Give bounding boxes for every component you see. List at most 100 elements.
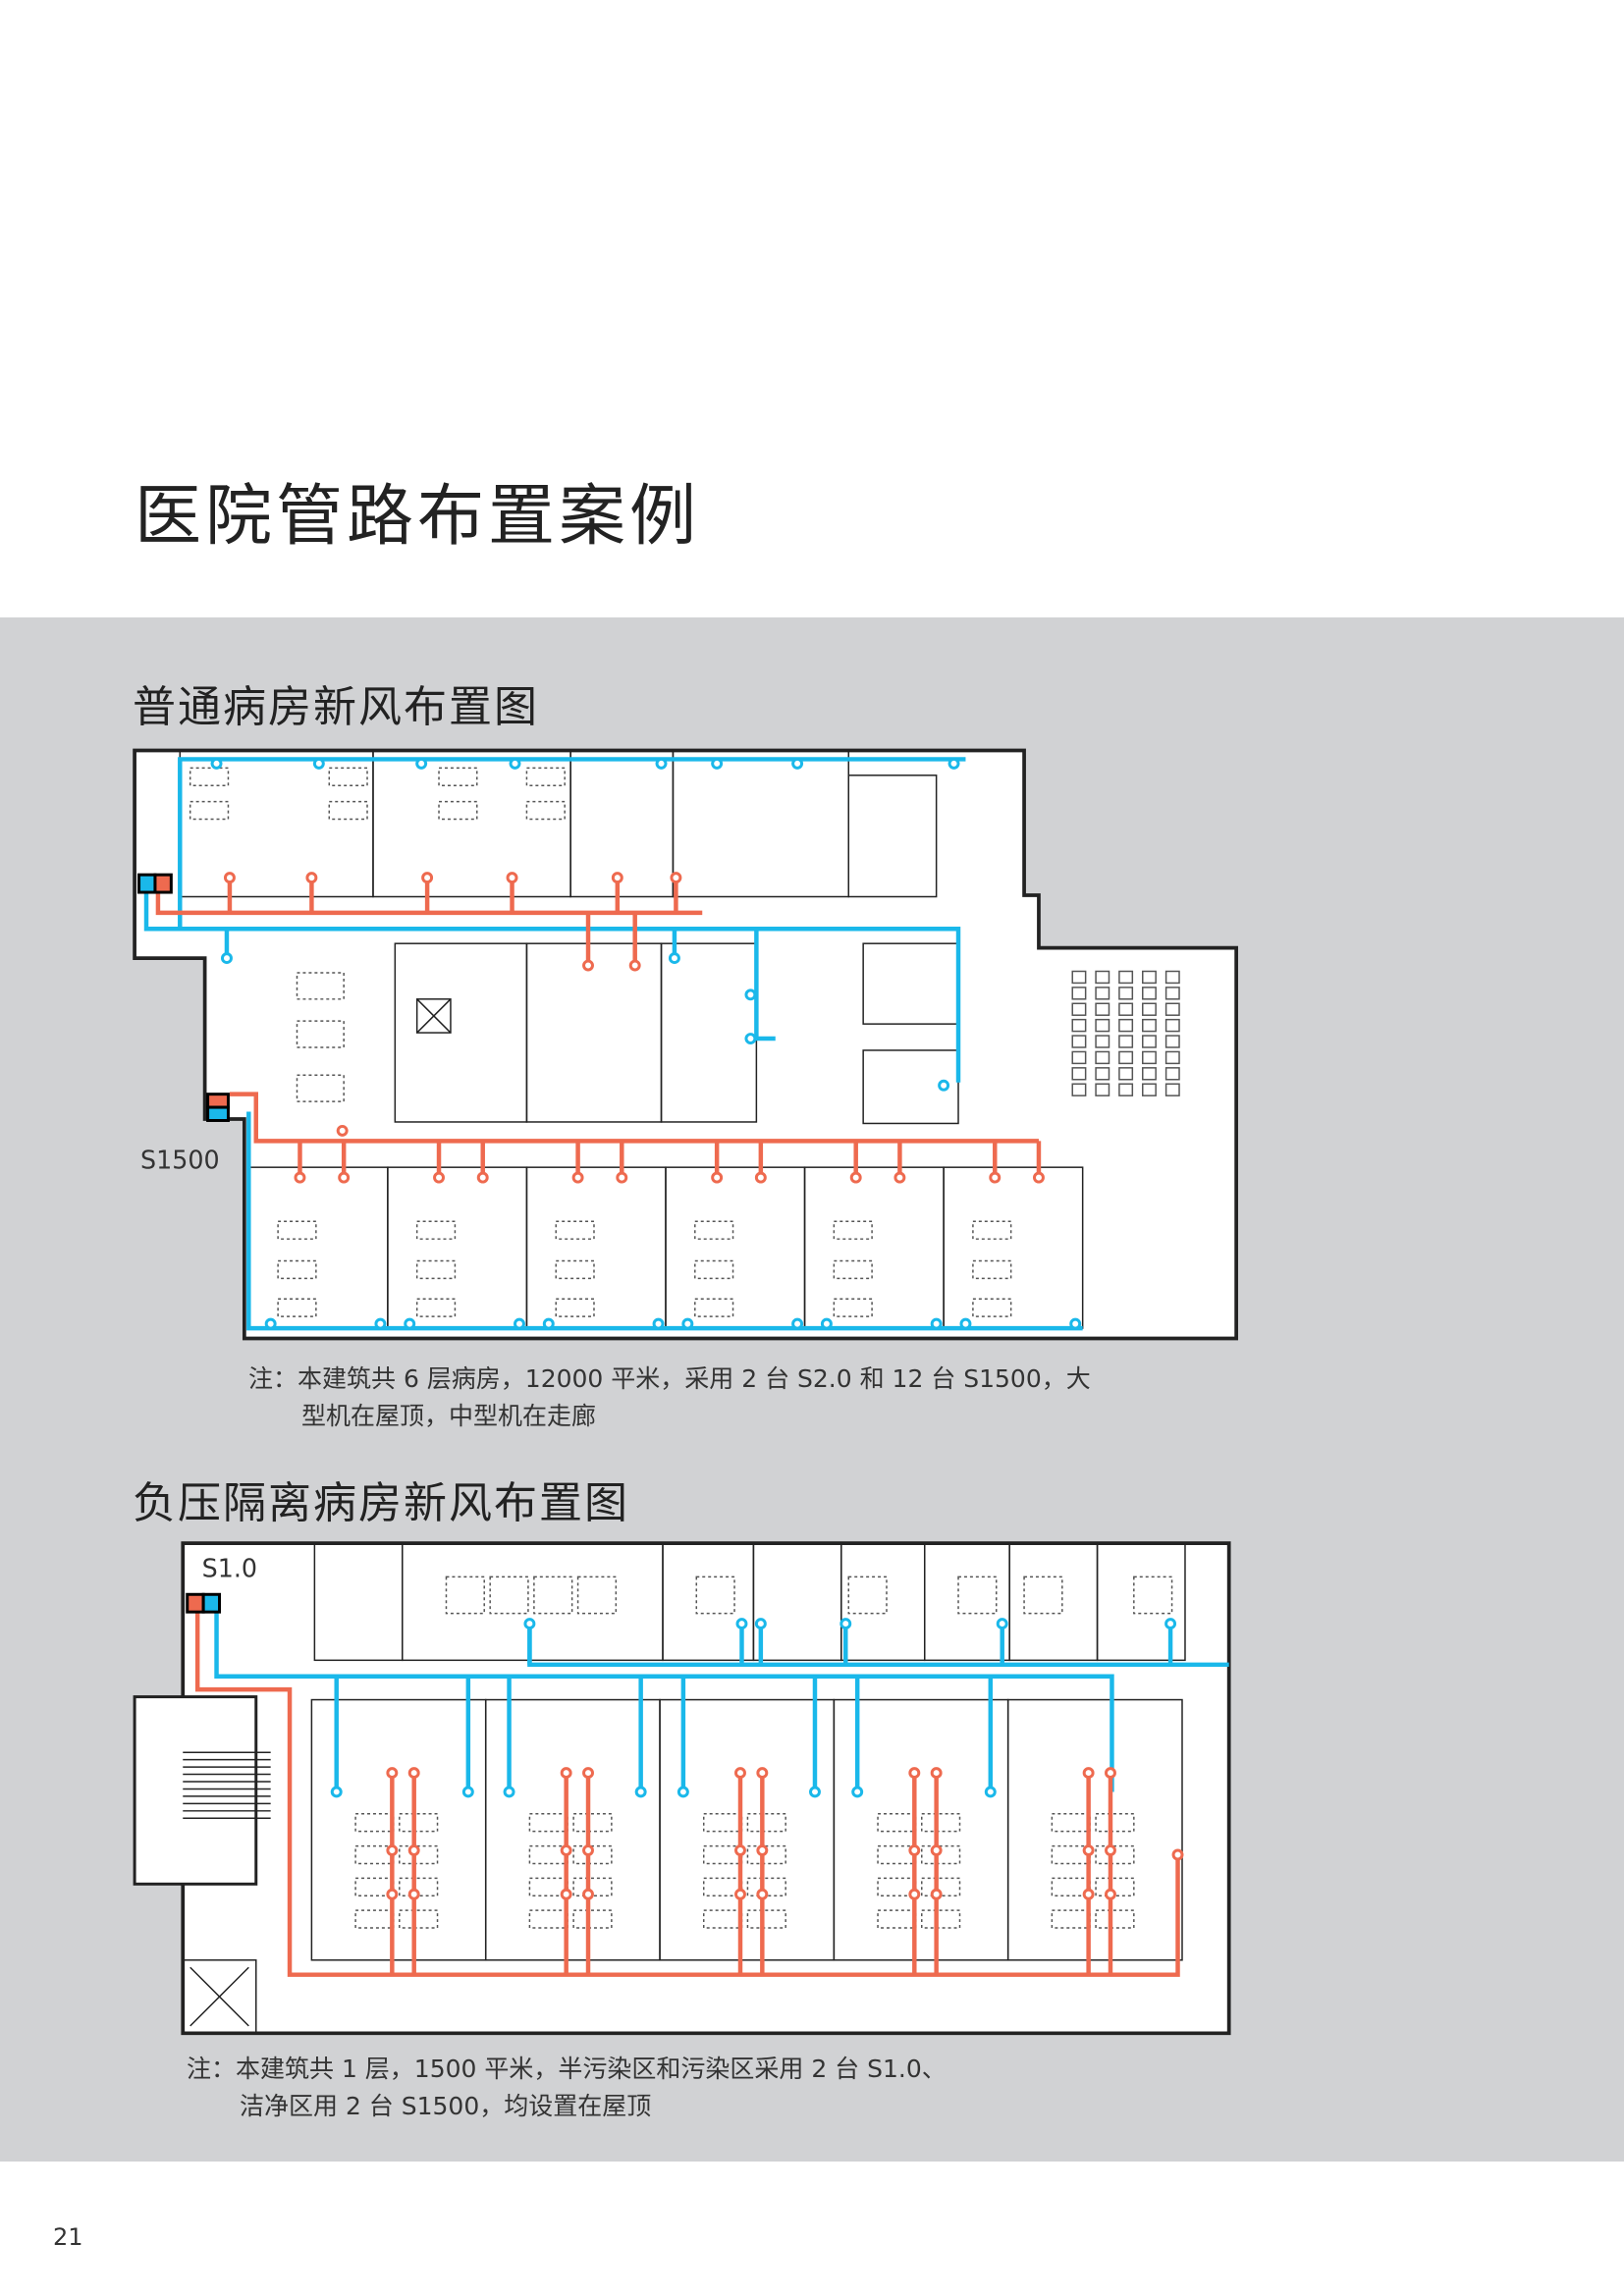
diffuser-icon: [582, 1888, 594, 1900]
seat-icon: [1142, 1018, 1157, 1033]
diffuser-icon: [1069, 1317, 1082, 1330]
bed-icon: [328, 767, 368, 787]
bed-icon: [972, 1298, 1012, 1317]
diffuser-icon: [791, 1317, 804, 1330]
exhaust-duct: [155, 892, 703, 916]
room-wall: [182, 1959, 257, 2035]
diffuser-icon: [754, 1618, 767, 1630]
diffuser-icon: [330, 1786, 343, 1798]
diffuser-icon: [908, 1844, 921, 1857]
diffuser-icon: [959, 1317, 972, 1330]
supply-duct: [214, 1612, 1114, 1792]
room-wall: [862, 1049, 959, 1125]
seat-icon: [1142, 1002, 1157, 1016]
bed-icon: [921, 1813, 961, 1833]
diffuser-icon: [1033, 1171, 1045, 1184]
bed-icon: [694, 1298, 734, 1317]
bed-icon: [746, 1813, 786, 1833]
seat-icon: [1071, 1067, 1087, 1081]
diffuser-icon: [996, 1618, 1008, 1630]
diffuser-icon: [1171, 1848, 1184, 1861]
seat-icon: [1142, 1067, 1157, 1081]
diffuser-icon: [523, 1618, 536, 1630]
diffuser-icon: [407, 1888, 420, 1900]
diffuser-icon: [711, 757, 724, 770]
bed-icon: [1095, 1813, 1135, 1833]
diffuser-icon: [754, 1171, 767, 1184]
seat-icon: [1071, 987, 1087, 1000]
bed-icon: [833, 1220, 873, 1240]
unit-label-s1500: S1500: [140, 1146, 220, 1175]
diffuser-icon: [305, 872, 318, 884]
diffuser-icon: [221, 952, 233, 965]
room-wall: [415, 998, 452, 1034]
diffuser-icon: [407, 1844, 420, 1857]
diffuser-icon: [386, 1888, 399, 1900]
diffuser-icon: [1105, 1888, 1116, 1900]
diffuser-icon: [734, 1844, 746, 1857]
diffuser-icon: [386, 1844, 399, 1857]
diffuser-icon: [560, 1888, 572, 1900]
bed-icon: [399, 1844, 439, 1865]
diffuser-icon: [421, 872, 434, 884]
seat-icon: [1164, 1002, 1180, 1016]
section1-note: 注：本建筑共 6 层病房，12000 平米，采用 2 台 S2.0 和 12 台…: [248, 1361, 1091, 1435]
bed-icon: [415, 1298, 457, 1317]
bed-icon: [438, 800, 478, 821]
seat-icon: [1118, 987, 1134, 1000]
seat-icon: [1164, 1050, 1180, 1065]
bed-icon: [399, 1813, 439, 1833]
bed-icon: [572, 1844, 613, 1865]
diffuser-icon: [223, 872, 236, 884]
plan-general-ward: S1500: [133, 748, 1238, 1341]
section2-title: 负压隔离病房新风布置图: [133, 1478, 629, 1528]
desk-icon: [533, 1575, 573, 1615]
seat-icon: [1095, 1002, 1110, 1016]
diffuser-icon: [634, 1786, 647, 1798]
diffuser-icon: [744, 1033, 757, 1045]
room-wall: [1006, 1698, 1183, 1961]
seat-icon: [1118, 970, 1134, 985]
desk-icon: [957, 1575, 998, 1615]
diffuser-icon: [930, 1317, 943, 1330]
diffuser-icon: [839, 1618, 852, 1630]
ventilator-unit: [137, 873, 157, 894]
exhaust-duct: [229, 1092, 1039, 1144]
supply-duct: [143, 892, 961, 1083]
diffuser-icon: [611, 872, 623, 884]
seat-icon: [1095, 1018, 1110, 1033]
diffuser-icon: [711, 1171, 724, 1184]
diffuser-icon: [893, 1171, 906, 1184]
diffuser-icon: [820, 1317, 833, 1330]
seat-icon: [1142, 1050, 1157, 1065]
note-line: 洁净区用 2 台 S1500，均设置在屋顶: [240, 2092, 652, 2120]
diffuser-icon: [582, 959, 594, 972]
diffuser-icon: [791, 757, 804, 770]
diffuser-icon: [989, 1171, 1001, 1184]
diffuser-icon: [947, 757, 960, 770]
diffuser-icon: [571, 1171, 584, 1184]
diffuser-icon: [210, 757, 223, 770]
diffuser-icon: [735, 1618, 748, 1630]
diffuser-icon: [756, 1844, 769, 1857]
seat-icon: [1095, 1067, 1110, 1081]
seat-icon: [1118, 1018, 1134, 1033]
desk-icon: [847, 1575, 888, 1615]
diffuser-icon: [668, 952, 680, 965]
ventilator-unit: [201, 1592, 222, 1614]
diffuser-icon: [908, 1888, 921, 1900]
table-icon: [296, 972, 345, 1000]
bed-icon: [746, 1877, 786, 1896]
diffuser-icon: [984, 1786, 997, 1798]
diffuser-icon: [1082, 1767, 1095, 1780]
bed-icon: [572, 1877, 613, 1896]
diffuser-icon: [1105, 1767, 1116, 1780]
diffuser-icon: [756, 1888, 769, 1900]
diffuser-icon: [616, 1171, 628, 1184]
bed-icon: [555, 1220, 595, 1240]
diffuser-icon: [560, 1767, 572, 1780]
diffuser-icon: [374, 1317, 387, 1330]
bed-icon: [1095, 1844, 1135, 1865]
seat-icon: [1164, 970, 1180, 985]
diffuser-icon: [264, 1317, 277, 1330]
